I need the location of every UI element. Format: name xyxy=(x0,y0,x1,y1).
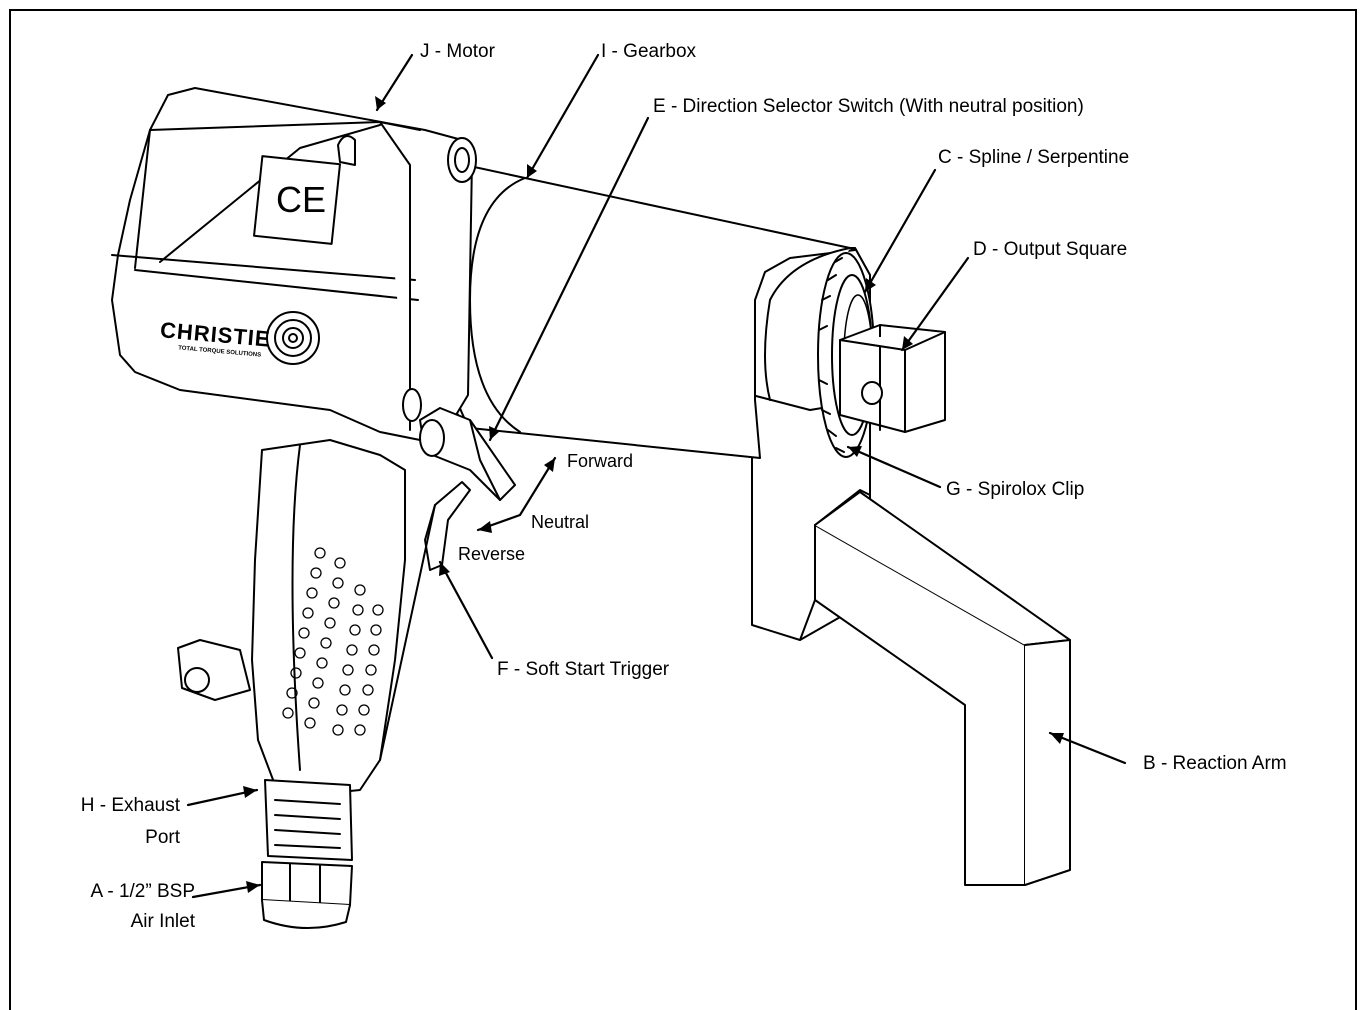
arrowheads xyxy=(243,96,1064,893)
exhaust-port xyxy=(264,779,353,861)
motor-housing xyxy=(111,87,477,441)
direction-switch-leader xyxy=(488,116,650,442)
label-output-square: D - Output Square xyxy=(973,239,1128,260)
label-inlet-line1: A - 1/2” BSP xyxy=(90,881,195,902)
label-reverse: Reverse xyxy=(458,544,526,564)
ce-mark: CE xyxy=(276,179,327,220)
soft-start-leader xyxy=(438,560,494,660)
diagram-frame xyxy=(9,9,1357,1010)
direction-switch xyxy=(419,407,516,501)
leader-lines xyxy=(186,53,1127,899)
vent-holes xyxy=(282,547,384,736)
label-motor: J - Motor xyxy=(420,41,495,62)
label-exhaust-line1: H - Exhaust xyxy=(80,795,180,816)
label-inlet-line2: Air Inlet xyxy=(130,911,195,932)
output-head xyxy=(817,252,946,458)
motor-leader xyxy=(375,53,414,112)
spline-leader xyxy=(863,168,937,294)
spirolox-leader xyxy=(846,445,942,489)
label-spirolox: G - Spirolox Clip xyxy=(946,479,1085,500)
output-square-leader xyxy=(900,256,970,352)
label-soft-start: F - Soft Start Trigger xyxy=(497,659,670,680)
label-spline: C - Spline / Serpentine xyxy=(938,147,1130,168)
label-exhaust-line2: Port xyxy=(145,827,180,848)
direction-range-arrow xyxy=(476,456,557,532)
air-inlet xyxy=(261,861,353,929)
label-direction-switch: E - Direction Selector Switch (With neut… xyxy=(653,96,1084,117)
label-neutral: Neutral xyxy=(531,512,590,532)
label-reaction-arm: B - Reaction Arm xyxy=(1143,753,1287,774)
reaction-arm xyxy=(751,247,1071,886)
label-forward: Forward xyxy=(567,451,634,471)
reaction-arm-leader xyxy=(1048,731,1127,765)
gearbox-leader xyxy=(525,53,600,180)
label-gearbox: I - Gearbox xyxy=(601,41,697,62)
